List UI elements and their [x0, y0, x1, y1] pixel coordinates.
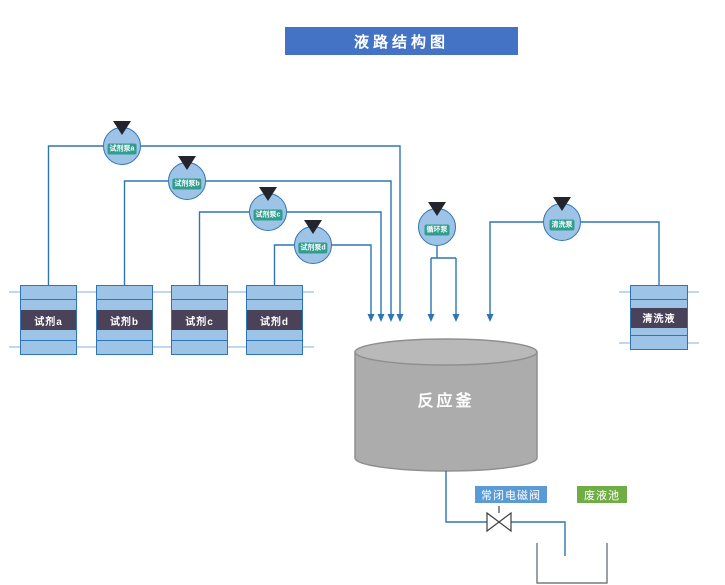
- waste-tank-outline: [536, 543, 608, 584]
- pump-reagent-c-label: 试剂泵c: [253, 209, 283, 221]
- arrow-reagent-c: [377, 314, 385, 322]
- pump-reagent-b: 试剂泵b: [168, 156, 206, 200]
- pump-inlet-wedge-icon: [178, 156, 196, 170]
- bottle-reagent-a-label: 试剂a: [21, 310, 76, 330]
- pipe-reagent-a: [47, 145, 401, 315]
- reaction-vessel-shape: [354, 338, 538, 472]
- solenoid-valve-label: 常闭电磁阀: [475, 486, 547, 503]
- bottle-cleaning-liquid: 清洗液: [630, 285, 688, 350]
- bottle-reagent-d-label: 试剂d: [247, 310, 302, 330]
- bottle-cap: [97, 286, 152, 300]
- bottle-body: 试剂b: [97, 300, 152, 340]
- bottle-cap: [172, 286, 227, 300]
- pump-inlet-wedge-icon: [113, 121, 131, 135]
- arrow-reagent-a: [396, 314, 404, 322]
- pipe-drain: [445, 471, 566, 556]
- pipe-reagent-b: [123, 180, 392, 315]
- pump-reagent-a-label: 试剂泵a: [107, 143, 137, 155]
- bottle-reagent-d: 试剂d: [246, 285, 303, 355]
- bottle-body: 清洗液: [631, 300, 687, 335]
- bottle-reagent-b: 试剂b: [96, 285, 153, 355]
- bottle-reagent-a: 试剂a: [20, 285, 77, 355]
- pipe-cleaning: [489, 221, 660, 315]
- waste-pool-label: 废液池: [577, 486, 627, 503]
- bottle-body: 试剂d: [247, 300, 302, 340]
- pump-inlet-wedge-icon: [553, 197, 571, 211]
- pump-inlet-wedge-icon: [304, 220, 322, 234]
- pump-reagent-d: 试剂泵d: [294, 220, 332, 264]
- arrow-circulation-right: [452, 314, 460, 322]
- pump-reagent-d-label: 试剂泵d: [298, 242, 328, 254]
- bottle-reagent-c-label: 试剂c: [172, 310, 227, 330]
- bottle-base: [631, 335, 687, 349]
- pipe-reagent-d: [273, 244, 372, 315]
- arrow-cleaning: [486, 314, 494, 322]
- bottle-base: [247, 340, 302, 354]
- pump-cleaning: 清洗泵: [543, 197, 581, 241]
- arrow-reagent-d: [367, 314, 375, 322]
- arrow-circulation-left: [427, 314, 435, 322]
- pump-inlet-wedge-icon: [428, 202, 446, 216]
- bottle-cleaning-liquid-label: 清洗液: [631, 307, 687, 328]
- bottle-body: 试剂c: [172, 300, 227, 340]
- bottle-cap: [21, 286, 76, 300]
- bottle-base: [172, 340, 227, 354]
- bottle-base: [97, 340, 152, 354]
- pump-cleaning-label: 清洗泵: [549, 219, 575, 231]
- bottle-body: 试剂a: [21, 300, 76, 340]
- diagram-title: 液路结构图: [285, 27, 518, 55]
- pump-circulation: 循环泵: [418, 202, 456, 246]
- pipe-reagent-c: [198, 211, 382, 315]
- solenoid-valve-icon: [486, 506, 512, 533]
- bottle-base: [21, 340, 76, 354]
- pump-reagent-b-label: 试剂泵b: [172, 178, 202, 190]
- pump-reagent-a: 试剂泵a: [103, 121, 141, 165]
- bottle-reagent-c: 试剂c: [171, 285, 228, 355]
- bottle-cap: [631, 286, 687, 300]
- arrow-reagent-b: [387, 314, 395, 322]
- pump-reagent-c: 试剂泵c: [249, 187, 287, 231]
- pump-circulation-label: 循环泵: [424, 224, 450, 236]
- bottle-reagent-b-label: 试剂b: [97, 310, 152, 330]
- bottle-cap: [247, 286, 302, 300]
- pump-inlet-wedge-icon: [259, 187, 277, 201]
- pipe-circulation: [430, 246, 457, 315]
- reaction-vessel-label: 反应釜: [417, 393, 475, 410]
